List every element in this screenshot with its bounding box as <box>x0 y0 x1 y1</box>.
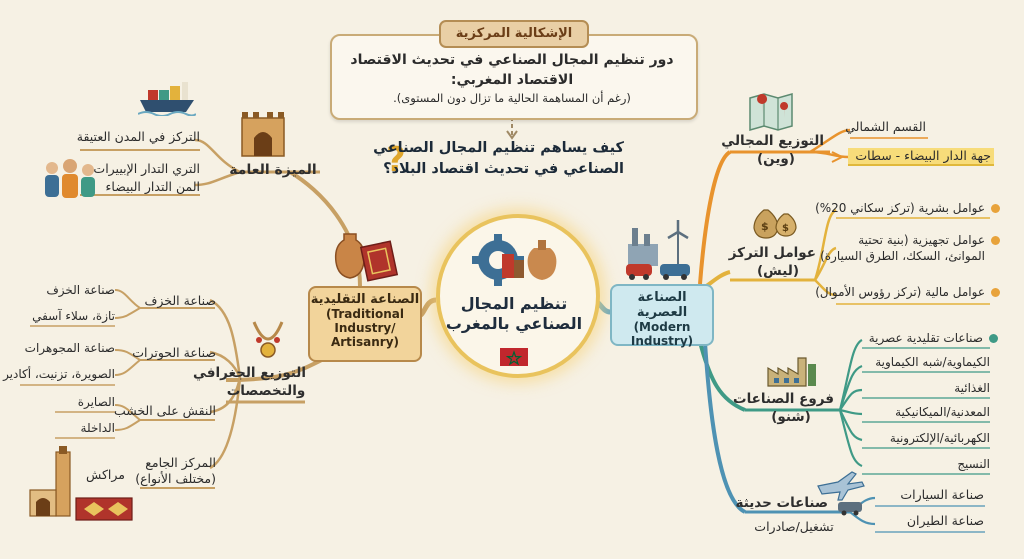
modern-title-en-1: (Modern <box>633 320 691 334</box>
marrakech-center-label-1: المركز الجامع <box>145 455 216 470</box>
distribution-title-2: (وين) <box>757 151 795 167</box>
question-line-1: كيف يساهم تنظيم المجال الصناعي <box>373 140 624 156</box>
factory-windmill-icon <box>626 220 690 280</box>
branch-item-1: صناعات تقليدية عصرية <box>862 331 998 346</box>
svg-text:$: $ <box>782 223 789 234</box>
pottery-sub-2: تازة، سلاء آسفي <box>32 309 115 323</box>
traditional-industry-node: الصناعة التقليدية (Traditional Industry/… <box>308 286 422 362</box>
modern-title-ar: الصناعة العصرية <box>636 290 688 320</box>
traditional-title-ar: الصناعة التقليدية <box>310 292 420 307</box>
family-people-icon <box>45 159 95 198</box>
central-problem-tag: الإشكالية المركزية <box>439 20 589 48</box>
recent-item-aviation: صناعة الطيران <box>906 513 984 528</box>
distribution-item-casablanca: جهة الدار البيضاء - سطات <box>848 148 994 167</box>
traditional-title-en-3: Artisanry) <box>330 335 400 349</box>
jewelry-sub-1: صناعة المجوهرات <box>24 341 115 355</box>
woodcarving-sub-2: الداخلة <box>80 421 115 435</box>
factor-infrastructure-2: الموانئ، السكك، الطرق السيارة) <box>820 249 985 263</box>
branch-item-4: المعدنية/الميكانيكية <box>895 405 990 419</box>
factor-human: عوامل بشرية (تركز سكاني 20%) <box>815 201 1000 216</box>
general-feature-title: الميزة العامة <box>229 162 317 178</box>
general-feature-item-1: التركز في المدن العتيقة <box>76 129 200 144</box>
recent-item-cars: صناعة السيارات <box>900 487 984 502</box>
traditional-title-en-2: Industry/ <box>334 321 396 335</box>
problem-line-2: الاقتصاد المغربي: <box>450 72 574 88</box>
modern-industry-node: الصناعة العصرية (Modern Industry) <box>610 284 714 348</box>
mosque-minaret-carpet-icon <box>29 446 133 521</box>
problem-line-1: دور تنظيم المجال الصناعي في تحديث الاقتص… <box>350 52 674 68</box>
geo-distribution-title-2: والتخصصات <box>226 383 306 399</box>
industry-gear-icon <box>472 234 557 286</box>
factors-title-1: عوامل التركز <box>728 245 816 261</box>
pottery-sub-1: صناعة الخزف <box>46 283 115 297</box>
distribution-item-north: القسم الشمالي <box>845 119 926 134</box>
jewelry-sub-2: الصويرة، تزنيت، أكادير <box>3 367 115 381</box>
pottery-label: صناعة الخزف <box>144 293 216 308</box>
branch-item-5: الكهربائية/الإلكترونية <box>889 431 990 445</box>
city-gate-icon <box>241 112 285 157</box>
money-bags-icon: $ $ <box>753 209 797 239</box>
branch-item-2: الكيماوية/شبه الكيماوية <box>875 355 990 369</box>
factors-title-2: (ليش) <box>756 263 799 279</box>
woodcarving-label: النقش على الخشب <box>113 403 216 418</box>
branches-title-1: فروع الصناعات <box>733 391 834 407</box>
central-title-line-1: تنظيم المجال <box>460 294 568 313</box>
map-pin-icon <box>749 93 793 131</box>
question-mark-icon: ? <box>386 140 406 180</box>
branch-item-3: الغذائية <box>954 381 990 395</box>
question-line-2: الصناعي في تحديث اقتصاد البلاد؟ <box>383 161 624 177</box>
airplane-car-icon <box>817 471 865 516</box>
general-feature-item-2: التري التدار الإبييرات <box>93 161 200 176</box>
morocco-flag-icon <box>500 348 528 366</box>
distribution-title-1: التوزيع المجالي <box>721 133 824 149</box>
factor-financial: عوامل مالية (تركز رؤوس الأموال) <box>815 285 1000 300</box>
marrakech-center-label-2: (مختلف الأنواع) <box>135 471 216 486</box>
factor-infrastructure-1: عوامل تجهيزية (بنية تحتية <box>836 233 1000 248</box>
branches-title-2: (شنو) <box>771 409 811 425</box>
jewelry-label: صناعة الحوترات <box>132 345 216 360</box>
cargo-ship-icon <box>138 82 196 116</box>
recent-industries-subtitle: تشغيل/صادرات <box>754 519 834 534</box>
traditional-title-en-1: (Traditional <box>326 307 404 321</box>
svg-text:$: $ <box>761 220 769 233</box>
central-title-line-2: الصناعي بالمغرب <box>445 314 583 333</box>
marrakech-city-label: مراكش <box>86 467 125 482</box>
central-title: تنظيم المجال الصناعي بالمغرب <box>436 294 592 334</box>
general-feature-item-3: المن التدار البيضاء <box>105 179 200 194</box>
problem-line-3: (رغم أن المساهمة الحالية ما تزال دون الم… <box>393 91 631 105</box>
factory-icon <box>767 357 816 387</box>
pottery-carpet-icon <box>334 233 399 282</box>
branch-item-6: النسيج <box>957 457 990 471</box>
recent-industries-title: صناعات حديثة <box>735 495 828 511</box>
geo-distribution-title-1: التوزيع الجغرافي <box>192 365 306 381</box>
modern-title-en-2: Industry) <box>630 334 694 348</box>
jewelry-necklace-icon <box>252 321 284 358</box>
woodcarving-sub-1: الصايرة <box>77 395 115 409</box>
